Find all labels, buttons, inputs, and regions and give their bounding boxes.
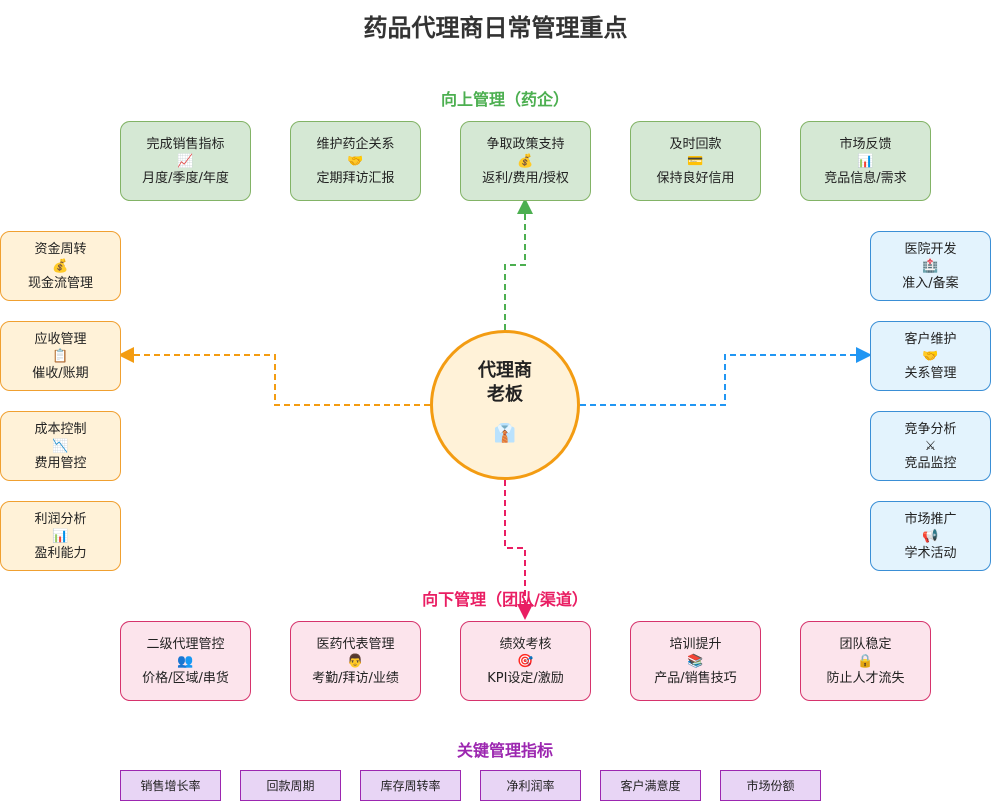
- arrow-left: [118, 347, 430, 406]
- kpi-customer-satisfaction: 客户满意度: [600, 770, 701, 801]
- right-item-sub: 关系管理: [904, 365, 957, 381]
- left-item-sub: 现金流管理: [27, 275, 93, 291]
- up-item-relationship: 维护药企关系 🤝 定期拜访汇报: [290, 121, 421, 201]
- right-item-label: 市场推广: [904, 511, 957, 527]
- down-item-label: 医药代表管理: [316, 636, 395, 652]
- left-item-receivables: 应收管理 📋 催收/账期: [0, 321, 121, 391]
- money-bag-icon: 💰: [52, 258, 69, 274]
- up-item-sub: 竞品信息/需求: [824, 170, 907, 186]
- up-item-label: 市场反馈: [839, 136, 892, 152]
- left-item-profit: 利润分析 📊 盈利能力: [0, 501, 121, 571]
- up-item-sub: 月度/季度/年度: [142, 170, 229, 186]
- kpi-sales-growth: 销售增长率: [120, 770, 221, 801]
- kpi-inventory-turnover: 库存周转率: [360, 770, 461, 801]
- down-item-sub: 考勤/拜访/业绩: [312, 670, 399, 686]
- right-item-promotion: 市场推广 📢 学术活动: [870, 501, 991, 571]
- people-icon: 👥: [177, 653, 194, 669]
- down-item-label: 绩效考核: [499, 636, 552, 652]
- right-item-sub: 学术活动: [904, 545, 957, 561]
- necktie-icon: 👔: [493, 423, 517, 444]
- up-item-sub: 返利/费用/授权: [482, 170, 569, 186]
- left-item-label: 利润分析: [34, 511, 87, 527]
- bar-chart-icon: 📊: [52, 528, 69, 544]
- left-item-cost: 成本控制 📉 费用管控: [0, 411, 121, 481]
- up-item-payment: 及时回款 💳 保持良好信用: [630, 121, 761, 201]
- center-node-boss: 代理商 老板 👔: [430, 330, 580, 480]
- center-line1: 代理商: [478, 360, 532, 381]
- bar-chart-icon: 📊: [857, 153, 874, 169]
- right-item-customer: 客户维护 🤝 关系管理: [870, 321, 991, 391]
- lock-icon: 🔒: [857, 653, 874, 669]
- credit-card-icon: 💳: [687, 153, 704, 169]
- down-section-title: 向下管理（团队/渠道）: [422, 590, 588, 609]
- right-item-label: 竞争分析: [904, 421, 957, 437]
- up-item-feedback: 市场反馈 📊 竞品信息/需求: [800, 121, 931, 201]
- crossed-swords-icon: ⚔: [924, 438, 937, 454]
- handshake-icon: 🤝: [347, 153, 364, 169]
- down-item-sub-agent: 二级代理管控 👥 价格/区域/串货: [120, 621, 251, 701]
- up-section-title: 向上管理（药企）: [440, 90, 569, 109]
- down-item-sub: 产品/销售技巧: [654, 670, 737, 686]
- right-item-label: 客户维护: [904, 331, 957, 347]
- down-item-label: 二级代理管控: [146, 636, 225, 652]
- person-icon: 👨: [347, 653, 364, 669]
- left-item-label: 成本控制: [34, 421, 87, 437]
- right-item-sub: 准入/备案: [902, 275, 959, 291]
- arrow-down: [504, 480, 533, 620]
- chart-up-icon: 📈: [177, 153, 194, 169]
- chart-down-icon: 📉: [52, 438, 69, 454]
- down-item-sub: 防止人才流失: [826, 670, 905, 686]
- up-item-label: 完成销售指标: [146, 136, 225, 152]
- left-item-label: 资金周转: [34, 241, 87, 257]
- left-item-label: 应收管理: [34, 331, 87, 347]
- books-icon: 📚: [687, 653, 704, 669]
- down-item-label: 团队稳定: [839, 636, 892, 652]
- left-item-sub: 盈利能力: [34, 545, 87, 561]
- hospital-icon: 🏥: [922, 258, 939, 274]
- up-item-label: 维护药企关系: [316, 136, 395, 152]
- right-item-competition: 竞争分析 ⚔ 竞品监控: [870, 411, 991, 481]
- down-item-sub: KPI设定/激励: [487, 670, 564, 686]
- money-bag-icon: 💰: [517, 153, 534, 169]
- kpi-payment-cycle: 回款周期: [240, 770, 341, 801]
- right-item-sub: 竞品监控: [904, 455, 957, 471]
- center-line2: 老板: [487, 384, 523, 405]
- left-item-sub: 费用管控: [34, 455, 87, 471]
- down-item-label: 培训提升: [669, 636, 722, 652]
- page-title: 药品代理商日常管理重点: [363, 14, 628, 42]
- arrow-up: [504, 198, 533, 330]
- down-item-performance: 绩效考核 🎯 KPI设定/激励: [460, 621, 591, 701]
- down-item-rep: 医药代表管理 👨 考勤/拜访/业绩: [290, 621, 421, 701]
- clipboard-icon: 📋: [52, 348, 69, 364]
- arrow-right: [580, 347, 872, 406]
- kpi-market-share: 市场份额: [720, 770, 821, 801]
- up-item-sales-target: 完成销售指标 📈 月度/季度/年度: [120, 121, 251, 201]
- kpi-section-title: 关键管理指标: [456, 741, 553, 760]
- megaphone-icon: 📢: [922, 528, 939, 544]
- up-item-sub: 定期拜访汇报: [316, 170, 395, 186]
- up-item-sub: 保持良好信用: [656, 170, 735, 186]
- target-icon: 🎯: [517, 653, 534, 669]
- right-item-label: 医院开发: [904, 241, 957, 257]
- down-item-sub: 价格/区域/串货: [142, 670, 229, 686]
- left-item-sub: 催收/账期: [32, 365, 89, 381]
- right-item-hospital: 医院开发 🏥 准入/备案: [870, 231, 991, 301]
- down-item-training: 培训提升 📚 产品/销售技巧: [630, 621, 761, 701]
- kpi-net-margin: 净利润率: [480, 770, 581, 801]
- down-item-stability: 团队稳定 🔒 防止人才流失: [800, 621, 931, 701]
- up-item-label: 争取政策支持: [486, 136, 565, 152]
- up-item-policy: 争取政策支持 💰 返利/费用/授权: [460, 121, 591, 201]
- handshake-icon: 🤝: [922, 348, 939, 364]
- up-item-label: 及时回款: [669, 136, 722, 152]
- left-item-funds: 资金周转 💰 现金流管理: [0, 231, 121, 301]
